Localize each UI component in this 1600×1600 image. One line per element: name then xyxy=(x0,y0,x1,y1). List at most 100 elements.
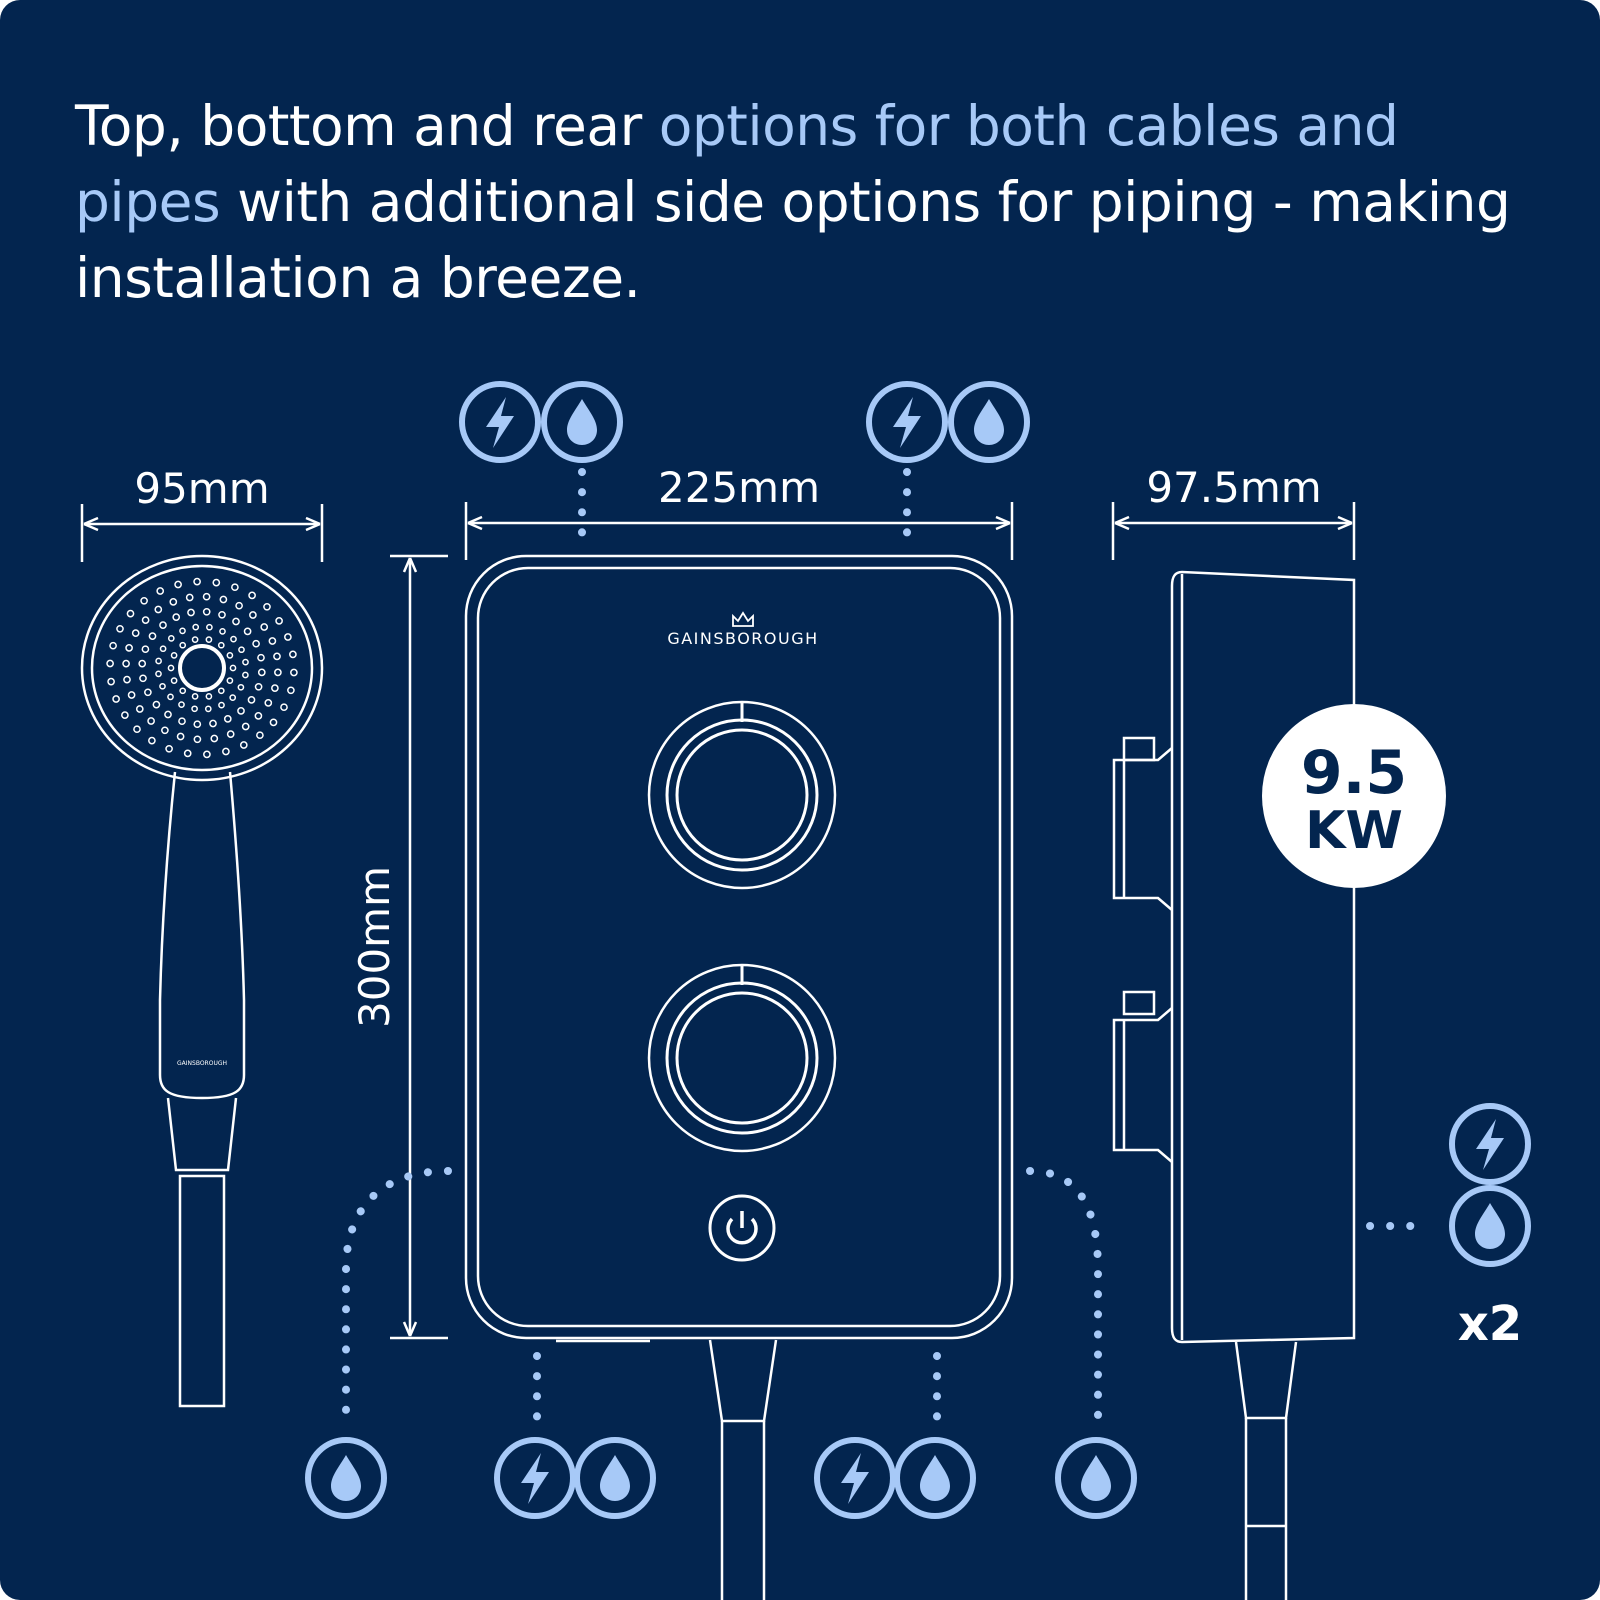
spray-nozzle xyxy=(254,682,263,691)
handset-face xyxy=(106,577,298,759)
spray-nozzle xyxy=(209,719,217,728)
spray-nozzle xyxy=(241,722,250,731)
rear-pipe-entry-icon xyxy=(1452,1188,1528,1264)
spray-nozzle xyxy=(242,658,249,666)
handset-width-label: 95mm xyxy=(134,464,269,513)
headline: Top, bottom and rear options for both ca… xyxy=(75,88,1545,316)
spray-nozzle xyxy=(121,711,129,719)
headline-part-1: Top, bottom and rear xyxy=(75,94,659,158)
spray-nozzle xyxy=(179,641,187,649)
spray-nozzle xyxy=(212,578,221,587)
spray-nozzle xyxy=(268,637,277,645)
spray-nozzle xyxy=(249,611,257,619)
spray-nozzle xyxy=(109,641,117,650)
bottom-right-cable-entry-icon xyxy=(817,1440,893,1516)
spray-nozzle xyxy=(159,682,166,690)
flow-dial[interactable] xyxy=(647,963,837,1153)
left-side-pipe-entry-icon xyxy=(308,1440,384,1516)
spray-nozzle xyxy=(179,687,187,695)
spray-nozzle xyxy=(138,659,147,668)
spray-nozzle xyxy=(179,627,186,635)
spray-nozzle xyxy=(191,693,199,700)
power-rating-badge: 9.5 KW xyxy=(1262,704,1446,888)
spray-nozzle xyxy=(192,623,200,631)
spray-nozzle xyxy=(112,695,120,703)
headline-part-2: with additional side options for piping … xyxy=(75,170,1511,310)
spray-nozzle xyxy=(187,608,195,617)
spray-nozzle xyxy=(206,623,213,631)
spray-nozzle xyxy=(247,696,256,704)
spray-nozzle xyxy=(257,668,266,677)
spray-nozzle xyxy=(226,652,234,659)
spray-nozzle xyxy=(219,628,226,635)
spray-nozzle xyxy=(176,732,185,741)
spray-nozzle xyxy=(167,693,174,701)
top-right-pipe-entry-icon xyxy=(951,384,1027,460)
spray-nozzle xyxy=(193,735,202,744)
spray-nozzle xyxy=(193,720,202,729)
spray-nozzle xyxy=(287,686,295,695)
spray-nozzle xyxy=(123,675,131,684)
spray-nozzle xyxy=(218,610,226,619)
rear-entry-count: x2 xyxy=(1458,1296,1522,1352)
spray-nozzle xyxy=(183,749,192,758)
spray-nozzle xyxy=(230,635,237,643)
spray-nozzle xyxy=(159,645,167,653)
spray-nozzle xyxy=(260,623,269,631)
bottom-right-pipe-entry-icon xyxy=(897,1440,973,1516)
spray-nozzle xyxy=(133,725,141,734)
spray-nozzle xyxy=(274,668,282,677)
spray-nozzle xyxy=(144,688,152,697)
spray-nozzle xyxy=(141,645,150,654)
handset-outline xyxy=(80,554,324,1408)
spray-nozzle xyxy=(254,712,263,720)
spray-nozzle xyxy=(107,677,115,686)
spray-nozzle xyxy=(290,668,298,677)
spray-nozzle xyxy=(193,577,201,586)
crown-icon xyxy=(732,611,754,627)
power-button[interactable] xyxy=(708,1194,776,1262)
spray-nozzle xyxy=(127,691,136,699)
spray-nozzle xyxy=(217,641,225,649)
spray-nozzle xyxy=(167,635,175,642)
spray-nozzle xyxy=(122,659,130,668)
spray-nozzle xyxy=(252,639,260,648)
spray-nozzle xyxy=(202,607,211,616)
spray-nozzle xyxy=(131,629,140,637)
shower-unit-front xyxy=(464,554,1014,1343)
spray-nozzle xyxy=(232,617,240,626)
spray-nozzle xyxy=(191,636,199,643)
spray-nozzle xyxy=(257,653,265,662)
spray-nozzle xyxy=(231,583,239,592)
spray-nozzle xyxy=(223,715,232,723)
rear-cable-entry-icon xyxy=(1452,1106,1528,1182)
spray-nozzle xyxy=(269,718,278,727)
spray-nozzle xyxy=(170,677,178,684)
unit-depth-label: 97.5mm xyxy=(1146,463,1321,512)
spray-nozzle xyxy=(106,659,114,668)
temperature-dial[interactable] xyxy=(647,700,837,890)
spray-nozzle xyxy=(152,700,161,709)
spray-nozzle xyxy=(116,624,124,633)
spray-nozzle xyxy=(191,705,198,713)
right-side-pipe-entry-icon xyxy=(1058,1440,1134,1516)
spray-nozzle xyxy=(155,657,162,665)
bottom-left-pipe-entry-icon xyxy=(577,1440,653,1516)
outlet-hose xyxy=(708,1339,778,1600)
spray-nozzle xyxy=(238,646,245,654)
headline-highlight: options for both cables and pipes xyxy=(75,94,1399,234)
unit-depth-dimension xyxy=(1111,502,1356,560)
power-icon xyxy=(726,1211,758,1245)
spray-nozzle xyxy=(239,741,248,749)
spray-nozzle xyxy=(170,652,178,659)
spray-nozzle xyxy=(203,750,211,759)
handset-width-dimension xyxy=(80,504,324,562)
spray-nozzle xyxy=(156,587,165,595)
spray-nozzle xyxy=(248,591,256,600)
spray-nozzle xyxy=(237,707,245,715)
handset-brand: GAINSBOROUGH xyxy=(177,1060,227,1067)
spray-nozzle xyxy=(237,683,245,691)
spray-nozzle xyxy=(202,592,211,601)
